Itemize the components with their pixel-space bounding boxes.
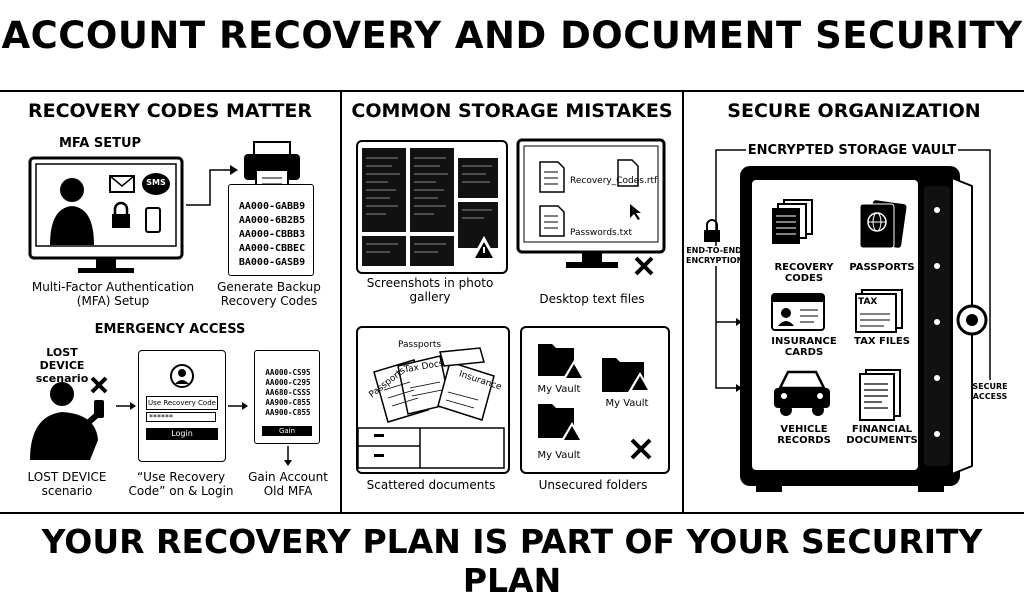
backup-code: AA000-GABB9 — [238, 201, 306, 212]
desktop-file-recovery-codes[interactable]: Recovery_Codes.rtf — [570, 176, 658, 186]
gain-button[interactable]: Gain — [262, 426, 312, 436]
tax-tag: TAX — [858, 297, 878, 307]
col2-heading: COMMON STORAGE MISTAKES — [351, 100, 673, 122]
password-field[interactable]: ****** — [146, 412, 216, 422]
backup-codes-sheet — [228, 184, 314, 276]
screenshots-caption: Screenshots in photo gallery — [366, 276, 494, 304]
desktop-caption: Desktop text files — [539, 292, 645, 306]
gain-code: AA000-CS95 — [265, 368, 311, 377]
vault-item-recovery-codes[interactable]: RECOVERY CODES — [774, 262, 834, 284]
login-button[interactable]: Login — [146, 428, 218, 440]
secure-access-label: SECURE ACCESS — [962, 382, 1018, 402]
gain-codes-list: AA000-CS95 AA000-C295 AA680-CSS5 AA900-C… — [254, 368, 322, 418]
use-recovery-caption: “Use Recovery Code” on & Login — [128, 470, 234, 498]
backup-code: AA000-6B2B5 — [238, 215, 306, 226]
column-divider-1 — [340, 92, 342, 512]
backup-code: AA000-CBBEC — [238, 243, 306, 254]
sms-bubble-text: SMS — [146, 178, 166, 187]
gain-code: AA680-CSS5 — [265, 388, 311, 397]
column-divider-2 — [682, 92, 684, 512]
scattered-caption: Scattered documents — [366, 478, 496, 492]
backup-code: AA000-CBBB3 — [238, 229, 306, 240]
lost-device-bottom-label: LOST DEVICE scenario — [27, 470, 107, 498]
footer-tagline: YOUR RECOVERY PLAN IS PART OF YOUR SECUR… — [41, 522, 983, 600]
vault-item-vehicle-records[interactable]: VEHICLE RECORDS — [777, 424, 831, 446]
folder-label-3[interactable]: My Vault — [537, 450, 581, 461]
vault-item-tax-files[interactable]: TAX FILES — [854, 336, 910, 347]
gain-caption: Gain Account Old MFA — [248, 470, 328, 498]
col3-heading: SECURE ORGANIZATION — [727, 100, 981, 122]
use-recovery-code-button[interactable]: Use Recovery Code — [146, 396, 218, 410]
bottom-divider — [0, 512, 1024, 514]
col1-heading: RECOVERY CODES MATTER — [27, 100, 313, 122]
folder-label-1[interactable]: My Vault — [537, 384, 581, 395]
e2e-encryption-label: END-TO-END ENCRYPTION — [686, 246, 744, 266]
mfa-setup-label: MFA SETUP — [58, 136, 142, 151]
backup-codes-list: AA000-GABB9 AA000-6B2B5 AA000-CBBB3 AA00… — [228, 200, 316, 270]
doc-label-passports-top: Passports — [398, 340, 442, 350]
gain-code: AA000-C295 — [265, 378, 311, 387]
folder-label-2[interactable]: My Vault — [605, 398, 649, 409]
desktop-file-passwords[interactable]: Passwords.txt — [570, 228, 632, 238]
vault-item-insurance-cards[interactable]: INSURANCE CARDS — [771, 336, 837, 358]
codes-caption: Generate Backup Recovery Codes — [217, 280, 321, 308]
top-divider — [0, 90, 1024, 92]
mfa-caption: Multi-Factor Authentication (MFA) Setup — [31, 280, 195, 308]
vault-item-passports[interactable]: PASSPORTS — [849, 262, 915, 273]
unsecured-caption: Unsecured folders — [538, 478, 648, 492]
backup-code: BA000-GASB9 — [238, 257, 306, 268]
lost-device-top-label: LOST DEVICE scenario — [35, 346, 89, 385]
vault-label: ENCRYPTED STORAGE VAULT — [746, 143, 958, 158]
gain-code: AA900-C855 — [265, 408, 311, 417]
vault-item-financial-documents[interactable]: FINANCIAL DOCUMENTS — [846, 424, 918, 446]
gain-code: AA900-C855 — [265, 398, 311, 407]
emergency-access-label: EMERGENCY ACCESS — [94, 322, 246, 337]
page-title: ACCOUNT RECOVERY AND DOCUMENT SECURITY — [1, 14, 1023, 57]
